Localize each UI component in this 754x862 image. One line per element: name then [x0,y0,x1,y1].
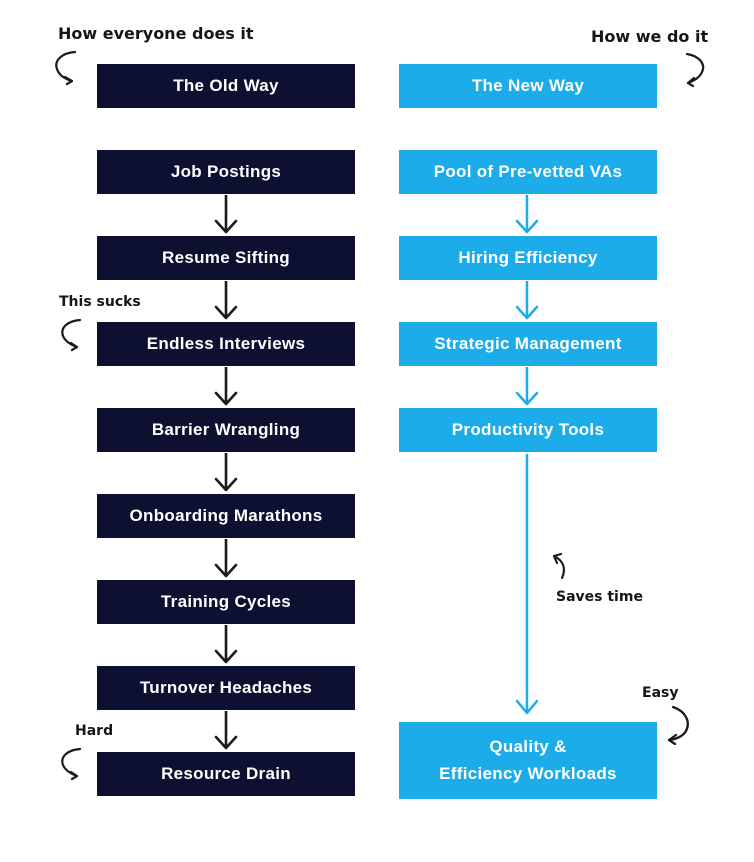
curly-arrow-down-left-icon [667,705,689,745]
down-arrow-icon [214,711,238,750]
down-arrow-icon [214,367,238,406]
long-down-arrow-icon [515,454,539,715]
down-arrow-icon [515,281,539,320]
annotation-hard: Hard [75,723,114,739]
down-arrow-icon [214,625,238,664]
annotation-saves-time: Saves time [556,589,643,605]
new-way-step-box: Strategic Management [399,322,657,366]
annotation-how-we-do-it: How we do it [591,27,709,46]
curly-arrow-down-left-icon [685,52,705,88]
old-way-step-box: Barrier Wrangling [97,408,355,452]
down-arrow-icon [515,195,539,234]
old-way-step-box: Job Postings [97,150,355,194]
new-way-step-box: Productivity Tools [399,408,657,452]
old-way-step-box: Onboarding Marathons [97,494,355,538]
new-way-step-box: Hiring Efficiency [399,236,657,280]
final-box-line1: Quality & [489,737,567,756]
down-arrow-icon [214,539,238,578]
old-way-step-box: Resource Drain [97,752,355,796]
curly-arrow-down-right-icon [61,318,82,352]
curly-arrow-up-left-icon [552,552,565,580]
old-way-step-box: Resume Sifting [97,236,355,280]
new-way-title-box: The New Way [399,64,657,108]
curly-arrow-down-right-icon [61,747,82,781]
down-arrow-icon [214,453,238,492]
down-arrow-icon [214,195,238,234]
old-way-title-box: The Old Way [97,64,355,108]
curly-arrow-down-right-icon [55,50,77,86]
new-way-step-box: Pool of Pre-vetted VAs [399,150,657,194]
down-arrow-icon [515,367,539,406]
old-way-step-box: Turnover Headaches [97,666,355,710]
final-box-line2: Efficiency Workloads [439,764,617,783]
old-way-step-box: Training Cycles [97,580,355,624]
annotation-this-sucks: This sucks [59,294,141,310]
annotation-easy: Easy [642,685,679,701]
annotation-how-everyone-does-it: How everyone does it [58,24,254,43]
new-way-final-box: Quality & Efficiency Workloads [399,722,657,799]
down-arrow-icon [214,281,238,320]
old-way-step-box: Endless Interviews [97,322,355,366]
